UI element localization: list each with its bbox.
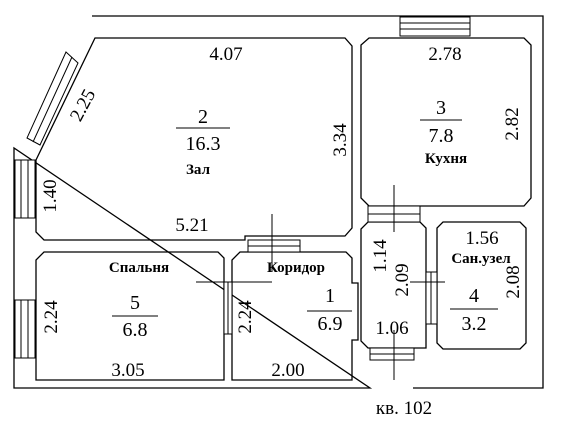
reference-lines [196,185,445,380]
dim-bed-left: 2.24 [41,300,62,334]
door-bedroom [223,281,233,335]
window-zal-left [14,159,36,219]
dim-corr-left: 2.24 [235,300,256,334]
room-zal-name: Зал [186,162,211,178]
room-zal-number: 2 [198,106,208,128]
room-kitchen-number: 3 [436,97,446,119]
outer-wall [13,15,544,389]
dim-corr-bottom: 2.00 [271,360,304,381]
door-bathroom [425,271,438,325]
dim-bath-right: 2.08 [503,265,524,298]
room-corridor-name: Коридор [267,260,325,276]
dim-zal-right: 3.34 [330,123,351,157]
dim-bath-left: 2.09 [392,263,413,296]
room-kitchen-area: 7.8 [429,125,454,147]
door-zal [247,239,301,253]
dim-bed-bottom: 3.05 [111,360,144,381]
room-corridor [231,251,359,381]
room-bathroom-name: Сан.узел [451,251,511,267]
room-kitchen-name: Кухня [425,151,467,167]
room-bedroom-area: 6.8 [123,319,148,341]
room-bathroom [436,221,527,350]
room-bathroom-area: 3.2 [462,313,487,335]
room-corridor-number: 1 [325,285,335,307]
room-zal-area: 16.3 [186,133,221,155]
room-bathroom-number: 4 [469,285,479,307]
dim-kitchen-right: 2.82 [502,107,523,140]
room-bedroom [35,251,225,381]
dim-kitchen-top: 2.78 [428,44,461,65]
window-zal-diagonal [26,51,79,146]
door-entrance [369,347,415,361]
dim-zal-left: 1.40 [40,179,61,212]
room-bedroom-name: Спальня [109,260,169,276]
apartment-label: кв. 102 [376,398,432,419]
room-bedroom-number: 5 [130,292,140,314]
room-zal [35,37,353,241]
dim-hall-passage: 1.14 [370,239,391,273]
dim-zal-bottom: 5.21 [175,215,208,236]
window-bedroom [14,299,36,359]
dim-bath-top: 1.56 [465,228,498,249]
dim-zal-diag: 2.25 [66,86,100,125]
room-kitchen [360,37,532,207]
dim-zal-top: 4.07 [209,44,242,65]
window-kitchen [399,16,471,37]
dim-hall-entry: 1.06 [375,318,408,339]
room-corridor-area: 6.9 [318,313,343,335]
